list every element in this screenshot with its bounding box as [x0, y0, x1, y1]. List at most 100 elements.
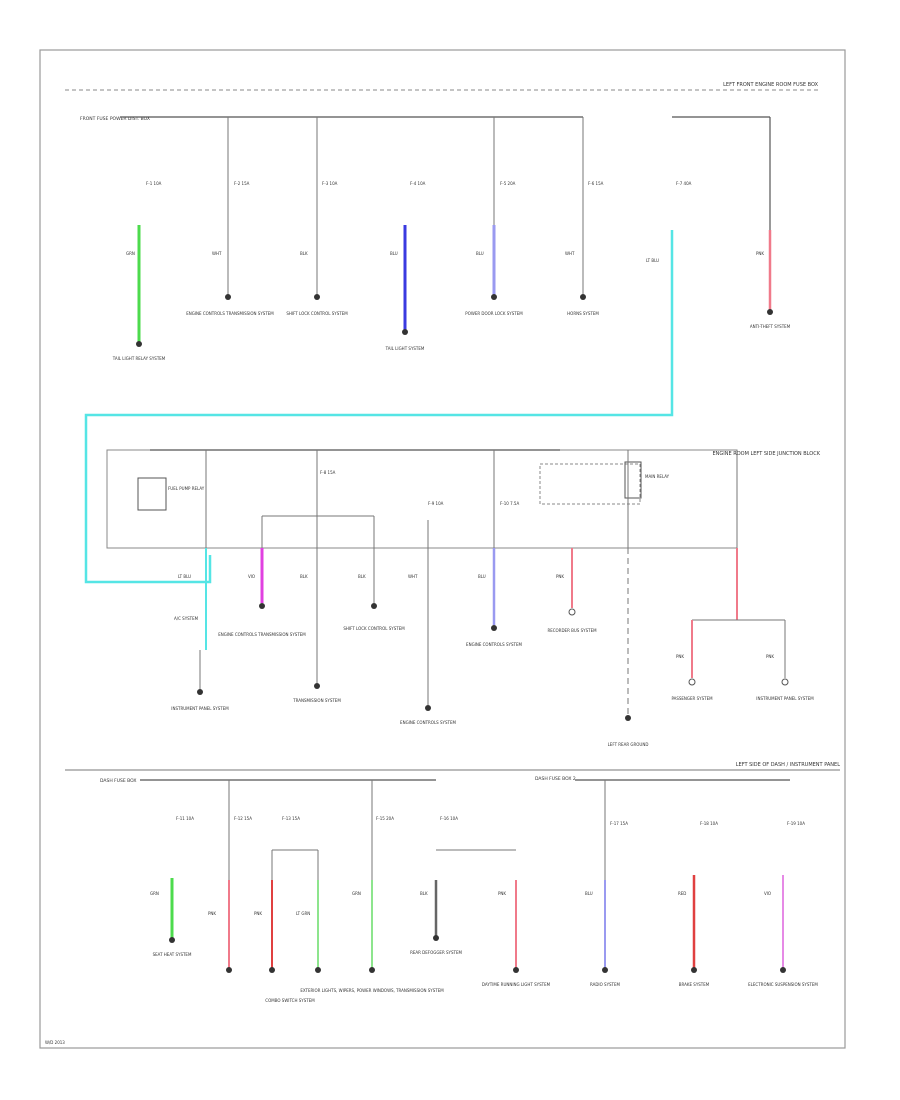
bottom-source2-label: DASH FUSE BOX 2	[535, 776, 576, 782]
top-wire-label-4: BLU	[390, 251, 398, 256]
bottom-fuse-10: F-19 10A	[787, 821, 805, 826]
top-wire-label-2: WHT	[212, 251, 222, 256]
mid-branch-6: WHT ENGINE CONTROLS SYSTEM	[400, 548, 456, 725]
top-wire-7	[84, 230, 674, 584]
mid-branch-9: LEFT REAR GROUND	[608, 548, 649, 747]
top-fuse-1: F-1 10A	[146, 181, 162, 186]
bottom-fuse-8: F-17 15A	[610, 821, 628, 826]
mid-load-4: TRANSMISSION SYSTEM	[292, 698, 341, 703]
diagram-frame	[39, 49, 846, 1049]
bottom-branch-10: F-19 10A VIO ELECTRONIC SUSPENSION SYSTE…	[748, 821, 818, 987]
bottom-fuse-2: F-12 15A	[234, 816, 252, 821]
top-wire-label-6: WHT	[565, 251, 575, 256]
header-mid-label: ENGINE ROOM LEFT SIDE JUNCTION BLOCK	[712, 451, 820, 457]
top-branch-1: F-1 10A GRN TAIL LIGHT RELAY SYSTEM	[112, 181, 166, 361]
bottom-fuse-6: F-16 10A	[440, 816, 458, 821]
bottom-branch-6: F-16 10A BLK REAR DEFOGGER SYSTEM	[410, 816, 462, 955]
bottom-load-5: EXTERIOR LIGHTS, WIPERS, POWER WINDOWS, …	[300, 988, 444, 993]
mid-load-10: PASSENGER SYSTEM	[671, 696, 713, 701]
mid-wire-label-5: BLK	[358, 574, 366, 579]
mid-fuse-3: F-10 7.5A	[500, 501, 519, 506]
bottom-wire-label-10: VIO	[764, 891, 771, 896]
top-branch-6: F-6 15A WHT HORNS SYSTEM	[565, 117, 604, 316]
top-wire-label-3: BLK	[300, 251, 308, 256]
mid-load-9: LEFT REAR GROUND	[608, 742, 649, 747]
mid-wire-label-1: LT BLU	[178, 574, 191, 579]
bottom-fuse-9: F-18 10A	[700, 821, 718, 826]
bottom-branch-2: F-12 15A PNK	[208, 780, 252, 973]
top-load-3: SHIFT LOCK CONTROL SYSTEM	[286, 311, 348, 316]
mid-load-3: ENGINE CONTROLS TRANSMISSION SYSTEM	[218, 632, 306, 637]
main-relay-coil	[624, 461, 642, 499]
bottom-wire-label-6: BLK	[420, 891, 428, 896]
bottom-branch-8: F-17 15A BLU RADIO SYSTEM	[585, 780, 628, 987]
bottom-branch-7: PNK DAYTIME RUNNING LIGHT SYSTEM	[482, 880, 551, 987]
main-relay-label: MAIN RELAY	[645, 474, 670, 479]
mid-wire-label-6: WHT	[408, 574, 418, 579]
bottom-fuse-3: F-13 15A	[282, 816, 300, 821]
mid-load-2: INSTRUMENT PANEL SYSTEM	[171, 706, 229, 711]
bottom-wire-label-1: GRN	[150, 891, 159, 896]
top-load-6: HORNS SYSTEM	[567, 311, 599, 316]
mid-load-6: ENGINE CONTROLS SYSTEM	[400, 720, 456, 725]
bottom-load-10: ELECTRONIC SUSPENSION SYSTEM	[748, 982, 818, 987]
bottom-load-7: DAYTIME RUNNING LIGHT SYSTEM	[482, 982, 551, 987]
top-branch-8: PNK ANTI-THEFT SYSTEM	[750, 230, 791, 329]
bottom-branch-9: F-18 10A RED BRAKE SYSTEM	[678, 821, 718, 987]
mid-branch-1: LT BLU A/C SYSTEM INSTRUMENT PANEL SYSTE…	[171, 548, 229, 711]
top-load-2: ENGINE CONTROLS TRANSMISSION SYSTEM	[186, 311, 274, 316]
top-load-8: ANTI-THEFT SYSTEM	[750, 324, 791, 329]
top-source-label: FRONT FUSE POWER DIST. BOX	[80, 116, 150, 122]
fuel-pump-relay	[137, 477, 167, 511]
mid-branch-3: VIO ENGINE CONTROLS TRANSMISSION SYSTEM	[218, 548, 306, 637]
bottom-branch-1: F-11 10A GRN SEAT HEAT SYSTEM	[150, 816, 194, 957]
top-fuse-6: F-6 15A	[588, 181, 604, 186]
mid-wire-label-3: VIO	[248, 574, 255, 579]
top-fuse-7: F-7 40A	[676, 181, 692, 186]
top-fuse-3: F-3 10A	[322, 181, 338, 186]
mid-load-1: A/C SYSTEM	[174, 616, 199, 621]
mid-load-11: INSTRUMENT PANEL SYSTEM	[756, 696, 814, 701]
bottom-wire-label-3: PNK	[254, 911, 262, 916]
top-load-4: TAIL LIGHT SYSTEM	[385, 346, 425, 351]
bottom-branch-5: F-15 20A GRN EXTERIOR LIGHTS, WIPERS, PO…	[300, 780, 444, 993]
top-load-5: POWER DOOR LOCK SYSTEM	[465, 311, 523, 316]
top-fuse-2: F-2 15A	[234, 181, 250, 186]
mid-fuse-1: F-8 15A	[320, 470, 336, 475]
mid-load-8: RECORDER BUS SYSTEM	[547, 628, 597, 633]
mid-load-7: ENGINE CONTROLS SYSTEM	[466, 642, 522, 647]
header-top-label: LEFT FRONT ENGINE ROOM FUSE BOX	[723, 82, 818, 88]
top-branch-5: F-5 20A BLU POWER DOOR LOCK SYSTEM	[465, 117, 523, 316]
fuel-pump-relay-label: FUEL PUMP RELAY	[168, 486, 205, 491]
bottom-branch-3: F-13 15A PNK COMBO SWITCH SYSTEM	[254, 816, 315, 1003]
mid-wire-label-4: BLK	[300, 574, 308, 579]
top-fuse-4: F-4 10A	[410, 181, 426, 186]
mid-fuse-2: F-9 10A	[428, 501, 444, 506]
bottom-fuse-1: F-11 10A	[176, 816, 194, 821]
mid-branch-7: BLU ENGINE CONTROLS SYSTEM	[466, 548, 522, 647]
bottom-load-1: SEAT HEAT SYSTEM	[153, 952, 192, 957]
top-wire-label-5: BLU	[476, 251, 484, 256]
top-wire-label-1: GRN	[126, 251, 135, 256]
bottom-source-label: DASH FUSE BOX	[100, 778, 137, 784]
top-branch-7: F-7 40A LT BLU	[84, 181, 692, 584]
mid-wire-label-10: PNK	[676, 654, 684, 659]
main-relay-box	[539, 463, 641, 505]
mid-wire-label-8: PNK	[556, 574, 564, 579]
top-wire-label-7: LT BLU	[646, 258, 659, 263]
junction-block-box	[106, 449, 738, 549]
mid-branch-4: BLK TRANSMISSION SYSTEM	[292, 548, 341, 703]
bottom-branch-4: LT GRN	[296, 850, 321, 973]
bottom-wire-label-2: PNK	[208, 911, 216, 916]
top-branch-2: F-2 15A WHT ENGINE CONTROLS TRANSMISSION…	[186, 117, 274, 316]
mid-wire-label-11: PNK	[766, 654, 774, 659]
mid-branch-5: BLK SHIFT LOCK CONTROL SYSTEM	[343, 548, 405, 631]
bottom-wire-label-9: RED	[678, 891, 686, 896]
mid-branch-10: PNK PASSENGER SYSTEM PNK INSTRUMENT PANE…	[671, 548, 814, 701]
top-fuse-5: F-5 20A	[500, 181, 516, 186]
top-load-1: TAIL LIGHT RELAY SYSTEM	[112, 356, 166, 361]
header-bottom-label: LEFT SIDE OF DASH / INSTRUMENT PANEL	[736, 762, 840, 768]
bottom-load-9: BRAKE SYSTEM	[679, 982, 710, 987]
footer-code: W/D 2013	[45, 1040, 65, 1045]
